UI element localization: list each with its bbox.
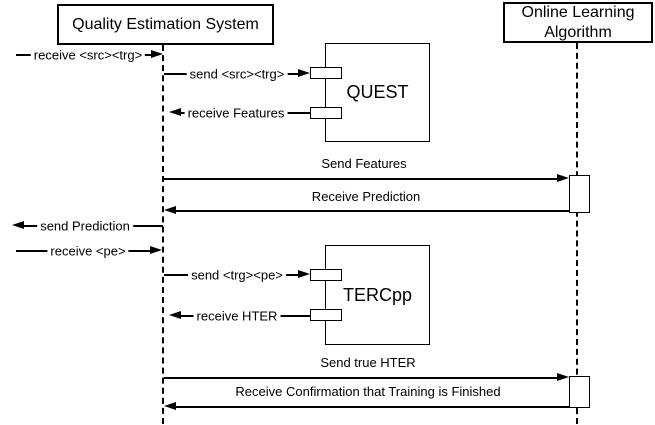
arrowhead-right-icon (150, 246, 162, 254)
activation-prediction (569, 175, 590, 213)
message-label-receive-confirmation: Receive Confirmation that Training is Fi… (235, 384, 501, 399)
message-label-send-src-trg: send <src><trg> (186, 66, 288, 82)
activation-training (569, 376, 590, 408)
message-label-receive-hter: receive HTER (193, 308, 281, 324)
component-tercpp-label: TERCpp (342, 284, 413, 305)
arrowhead-right-icon (298, 69, 310, 77)
component-tercpp: TERCpp (325, 245, 430, 345)
message-label-send-features: Send Features (321, 156, 407, 171)
message-line-receive-confirmation (176, 406, 570, 408)
message-label-receive-features: receive Features (184, 105, 288, 121)
arrowhead-left-icon (169, 108, 181, 116)
message-line-send-true-hter (164, 377, 558, 379)
arrowhead-right-icon (298, 270, 310, 278)
message-label-send-prediction: send Prediction (37, 218, 133, 234)
message-label-send-trg-pe: send <trg><pe> (188, 267, 286, 283)
message-label-receive-pe: receive <pe> (47, 243, 129, 259)
actor-ola-label: Online Learning Algorithm (521, 3, 635, 41)
lifeline-online-learning-algorithm (576, 43, 578, 424)
arrowhead-left-icon (12, 221, 24, 229)
actor-quality-estimation-system: Quality Estimation System (57, 4, 274, 45)
arrowhead-right-icon (557, 174, 569, 182)
arrowhead-right-icon (151, 50, 163, 58)
quest-port-in (310, 67, 342, 79)
message-label-receive-prediction: Receive Prediction (311, 189, 421, 204)
arrowhead-left-icon (164, 206, 176, 214)
actor-online-learning-algorithm: Online Learning Algorithm (503, 2, 653, 43)
lifeline-quality-estimation-system (162, 45, 164, 424)
message-line-send-features (164, 178, 558, 180)
arrowhead-right-icon (557, 373, 569, 381)
quest-port-out (310, 107, 342, 119)
actor-qes-label: Quality Estimation System (72, 15, 259, 33)
component-quest: QUEST (325, 43, 430, 142)
arrowhead-left-icon (169, 311, 181, 319)
arrowhead-left-icon (164, 402, 176, 410)
tercpp-port-out (310, 309, 342, 321)
component-quest-label: QUEST (346, 82, 409, 102)
message-label-send-true-hter: Send true HTER (320, 355, 416, 370)
message-label-receive-src-trg: receive <src><trg> (30, 47, 146, 63)
message-line-receive-prediction (176, 210, 570, 212)
tercpp-port-in (310, 269, 342, 281)
